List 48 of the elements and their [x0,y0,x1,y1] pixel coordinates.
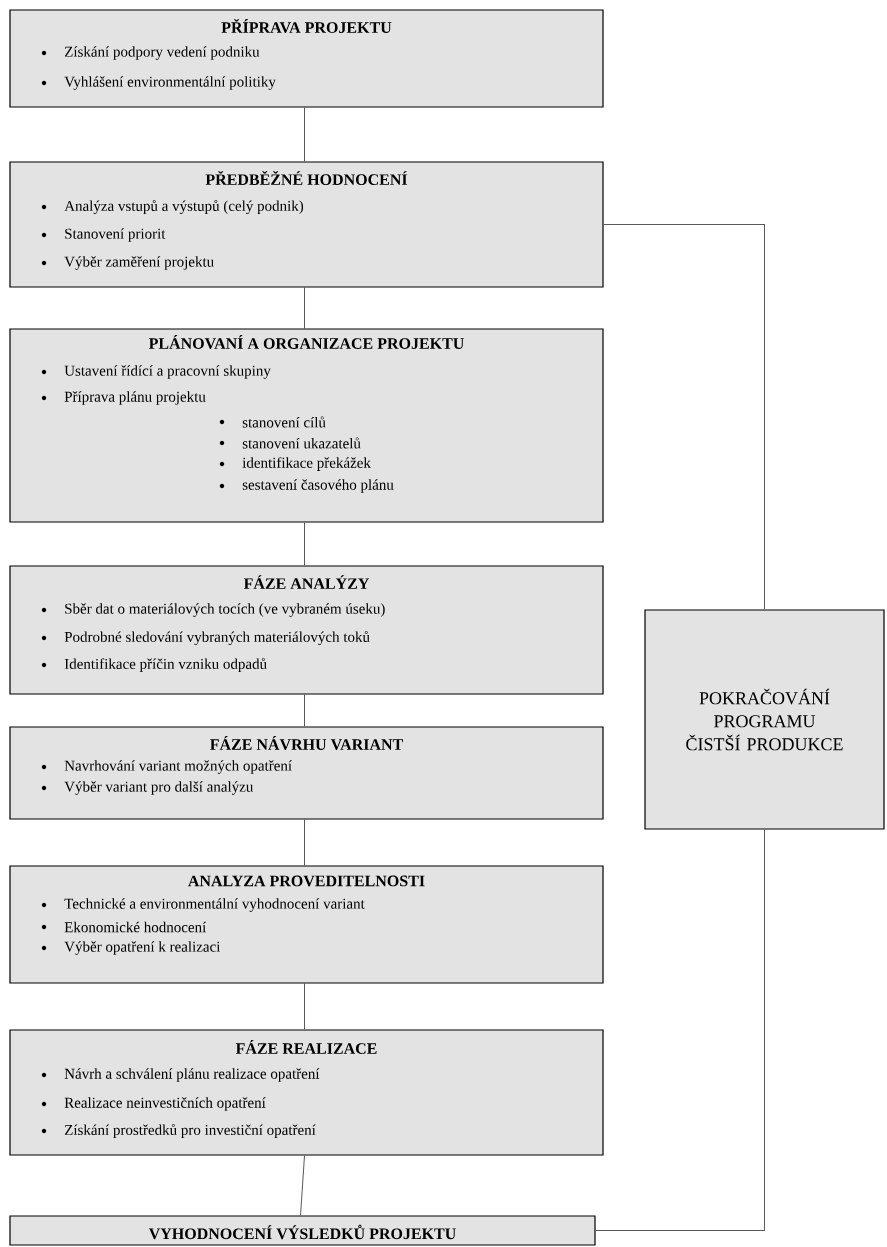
process-box [9,161,604,288]
bullet-item: Návrh a schválení plánu realizace opatření [41,1068,320,1082]
bullet-item: Analýza vstupů a výstupů (celý podnik) [41,199,304,215]
bullet-item: Získání prostředků pro investiční opatření [41,1124,316,1139]
bullet-item: Výběr variant pro další analýzu [41,781,254,795]
bullet-item: Sběr dat o materiálových tocích (ve vybraném úseku) [41,603,385,617]
connector-line [304,819,305,866]
box-title: PŘÍPRAVA PROJEKTU [221,18,392,34]
process-box [9,726,604,820]
bullet-item: stanovení ukazatelů [219,437,361,449]
box-title: PŘEDBĚŽNÉ HODNOCENÍ [205,171,408,186]
process-box [9,1029,604,1156]
bullet-item: Ustavení řídící a pracovní skupiny [41,365,271,379]
bullet-item: Vyhlášení environmentální politiky [41,76,276,90]
connector-line [304,287,305,329]
process-box: POKRAČOVÁNÍ PROGRAMU ČISTŠÍ PRODUKCE [644,609,885,830]
process-box [9,865,604,984]
process-box [9,9,604,108]
bullet-item: Příprava plánu projektu [41,391,206,405]
bullet-item: sestavení časového plánu [219,479,394,493]
connector-line [304,694,305,727]
box-title: FÁZE NÁVRHU VARIANT [210,736,403,750]
bullet-item: Výběr opatření k realizaci [41,941,221,955]
process-box [9,328,604,523]
box-title: FÁZE REALIZACE [235,1040,377,1054]
connector-line [304,107,305,162]
process-box [9,565,604,695]
bullet-item: Navrhování variant možných opatření [41,760,292,774]
box-title: FÁZE ANALÝZY [243,575,370,589]
bullet-item: stanovení cílů [219,416,326,428]
box-title: PLÁNOVANÍ A ORGANIZACE PROJEKTU [148,335,464,349]
bullet-item: Získání podpory vedení podniku [41,46,260,60]
bullet-item: Stanovení priorit [41,228,166,242]
connector-line [304,522,305,566]
box-title: ANALYZA PROVEDITELNOSTI [188,875,425,887]
connector-line [304,983,305,1030]
bullet-item: Technické a environmentální vyhodnocení variant [41,898,365,912]
bullet-item: Podrobné sledování vybraných materiálových toků [41,630,370,646]
bullet-item: Identifikace příčin vzniku odpadů [41,658,267,673]
box-title: VYHODNOCENÍ VÝSLEDKŮ PROJEKTU [148,1224,456,1240]
bullet-item: Výběr zaměření projektu [41,256,214,270]
connector-line [595,829,765,1231]
connector-line [603,224,765,610]
bullet-item: Realizace neinvestičních opatření [41,1097,266,1111]
process-box [9,1215,596,1246]
connector-line [300,1155,305,1216]
bullet-item: identifikace překážek [219,457,371,471]
bullet-item: Ekonomické hodnocení [41,921,207,933]
